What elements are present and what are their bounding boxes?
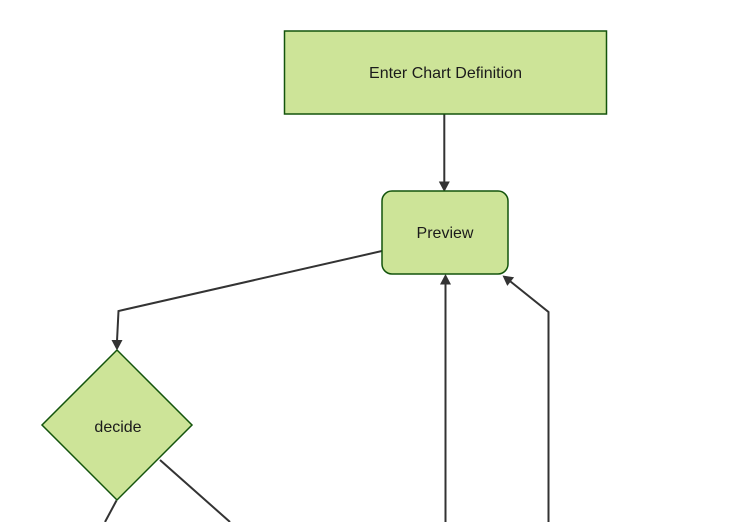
arrowhead-preview-corner bbox=[502, 275, 515, 286]
node-shape-preview bbox=[381, 190, 509, 275]
node-decide: decide bbox=[40, 348, 194, 502]
node-preview: Preview bbox=[381, 190, 509, 275]
node-shape-enter-chart-definition bbox=[283, 30, 608, 115]
node-label-enter-chart-definition: Enter Chart Definition bbox=[369, 65, 522, 82]
arrowhead-preview-top bbox=[438, 181, 450, 192]
edge-preview-to-decide bbox=[116, 250, 383, 342]
node-enter-chart-definition: Enter Chart Definition bbox=[283, 30, 608, 115]
edge-layer bbox=[104, 114, 550, 522]
edge-decide-to-offscreen-bottom bbox=[104, 500, 118, 522]
node-label-decide: decide bbox=[94, 419, 141, 436]
edge-decide-to-offscreen-right bbox=[159, 459, 231, 522]
node-label-preview: Preview bbox=[417, 225, 474, 242]
edge-return-to-preview-corner bbox=[509, 280, 550, 522]
arrowhead-preview-bottom bbox=[440, 274, 451, 285]
arrowhead-decide-top bbox=[111, 340, 123, 351]
node-shape-decide bbox=[40, 348, 194, 502]
